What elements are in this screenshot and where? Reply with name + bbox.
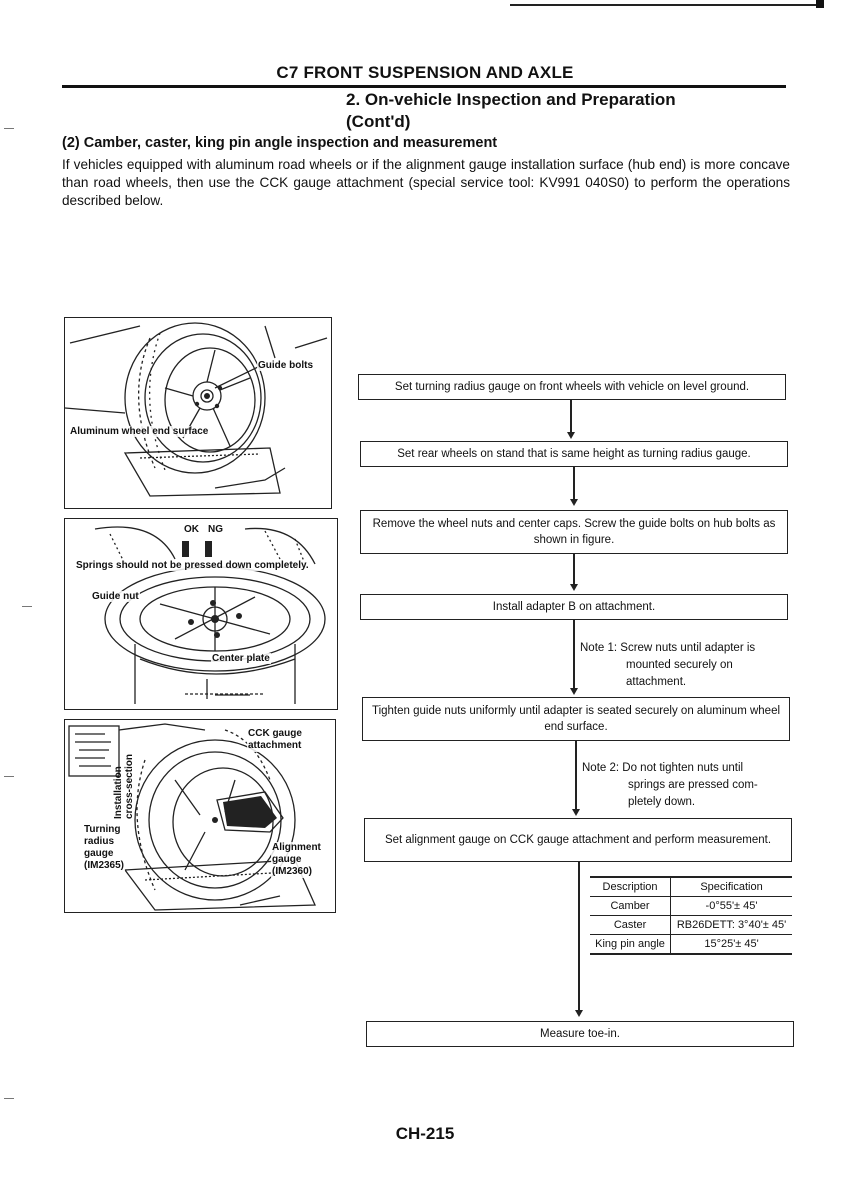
- label-turning-radius-gauge: Turning radius gauge (IM2365): [83, 824, 126, 872]
- table-cell: RB26DETT: 3°40'± 45': [670, 915, 792, 935]
- figure-guide-nut: OK NG Springs should not be pressed down…: [64, 518, 338, 710]
- note-2: Note 2: Do not tighten nuts until spring…: [582, 760, 758, 811]
- top-rule: [510, 4, 822, 6]
- wheel-drawing-1: [65, 322, 328, 497]
- label-line: CCK gauge: [248, 728, 302, 739]
- label-installation-section: Installation cross-section: [113, 753, 135, 820]
- label-guide-bolts: Guide bolts: [257, 360, 314, 371]
- flow-step-6: Set alignment gauge on CCK gauge attachm…: [364, 818, 792, 862]
- label-ng: NG: [208, 524, 223, 535]
- flow-step-7: Measure toe-in.: [366, 1021, 794, 1047]
- label-line: cross-section: [124, 753, 135, 819]
- sub-title-line: (Cont'd): [346, 112, 411, 131]
- margin-mark: [22, 606, 32, 607]
- table-row: Caster RB26DETT: 3°40'± 45': [590, 915, 792, 935]
- flow-step-3: Remove the wheel nuts and center caps. S…: [360, 510, 788, 554]
- flow-step-1: Set turning radius gauge on front wheels…: [358, 374, 786, 400]
- figure-cck-gauge: CCK gauge attachment Installation cross-…: [64, 719, 336, 913]
- note-line: Note 1: Screw nuts until adapter is: [580, 642, 756, 654]
- flow-step-5: Tighten guide nuts uniformly until adapt…: [362, 697, 790, 741]
- arrow-down-icon: [570, 688, 578, 695]
- margin-mark: [4, 776, 14, 777]
- flow-step-4: Install adapter B on attachment.: [360, 594, 788, 620]
- top-mark: [816, 0, 824, 8]
- label-line: Turning: [84, 824, 121, 835]
- arrow-down-icon: [567, 432, 575, 439]
- flow-connector: [570, 400, 572, 432]
- label-line: (IM2365): [84, 860, 125, 871]
- margin-mark: [4, 1098, 14, 1099]
- table-header: Description: [590, 876, 672, 897]
- label-line: gauge: [272, 854, 302, 865]
- margin-mark: [4, 128, 14, 129]
- wheel-drawing-2: [94, 526, 326, 704]
- figure-guide-bolts: Guide bolts Aluminum wheel end surface: [64, 317, 332, 509]
- label-ok: OK: [184, 524, 199, 535]
- table-header: Specification: [670, 876, 792, 897]
- arrow-down-icon: [575, 1010, 583, 1017]
- header-rule: [62, 85, 786, 88]
- table-cell: 15°25'± 45': [670, 934, 792, 955]
- table-cell: King pin angle: [590, 934, 672, 955]
- flow-connector: [575, 741, 577, 809]
- note-line: pletely down.: [628, 796, 696, 808]
- flow-connector: [573, 467, 575, 499]
- note-line: attachment.: [626, 676, 687, 688]
- section-title: C7 FRONT SUSPENSION AND AXLE: [276, 63, 574, 82]
- label-line: (IM2360): [272, 866, 313, 877]
- arrow-down-icon: [570, 584, 578, 591]
- label-cck-attachment: CCK gauge attachment: [247, 728, 303, 752]
- label-line: Alignment: [272, 842, 321, 853]
- note-1: Note 1: Screw nuts until adapter is moun…: [580, 640, 755, 691]
- note-line: mounted securely on: [626, 659, 733, 671]
- table-cell: Caster: [590, 915, 672, 935]
- sub-title-line: 2. On-vehicle Inspection and Preparation: [346, 90, 676, 109]
- intro-paragraph: If vehicles equipped with aluminum road …: [62, 157, 790, 208]
- flow-connector: [573, 620, 575, 688]
- table-cell: Camber: [590, 896, 672, 916]
- label-center-plate: Center plate: [211, 653, 271, 664]
- label-springs-warning: Springs should not be pressed down compl…: [75, 560, 310, 571]
- label-line: gauge: [84, 848, 114, 859]
- wheel-drawing-3: [68, 723, 316, 911]
- flow-step-2: Set rear wheels on stand that is same he…: [360, 441, 788, 467]
- label-guide-nut: Guide nut: [91, 591, 140, 602]
- note-line: Note 2: Do not tighten nuts until: [582, 762, 744, 774]
- page-number: CH-215: [395, 1124, 455, 1143]
- label-line: Installation: [113, 766, 124, 819]
- spec-table: Description Specification Camber -0°55'±…: [590, 876, 792, 955]
- label-alignment-gauge: Alignment gauge (IM2360): [271, 842, 322, 878]
- table-row: Camber -0°55'± 45': [590, 896, 792, 916]
- arrow-down-icon: [570, 499, 578, 506]
- note-line: springs are pressed com-: [628, 779, 758, 791]
- table-header-row: Description Specification: [590, 876, 792, 897]
- flow-connector: [578, 862, 580, 1010]
- label-line: attachment: [248, 740, 302, 751]
- label-line: radius: [84, 836, 115, 847]
- sub-title: 2. On-vehicle Inspection and Preparation…: [346, 89, 676, 133]
- label-wheel-surface: Aluminum wheel end surface: [69, 426, 210, 437]
- table-row: King pin angle 15°25'± 45': [590, 934, 792, 955]
- arrow-down-icon: [572, 809, 580, 816]
- paragraph-heading: (2) Camber, caster, king pin angle inspe…: [62, 135, 498, 151]
- flow-connector: [573, 554, 575, 584]
- table-cell: -0°55'± 45': [670, 896, 792, 916]
